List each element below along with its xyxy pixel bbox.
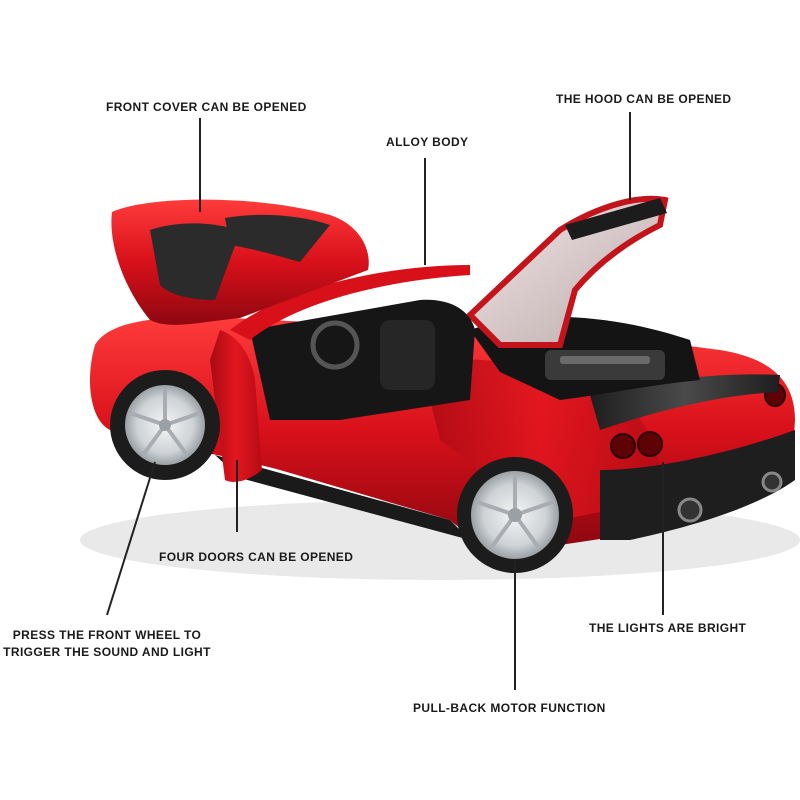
label-hood: THE HOOD CAN BE OPENED <box>556 92 732 106</box>
label-front-wheel: PRESS THE FRONT WHEEL TO TRIGGER THE SOU… <box>3 628 211 659</box>
rear-wheel-hub <box>508 508 522 522</box>
leader-lines <box>106 112 664 690</box>
leader-front-wheel <box>106 461 156 616</box>
exhaust-pipe-left <box>677 497 703 523</box>
front-bonnet-vent-left <box>150 223 240 300</box>
tail-light-left-2 <box>637 431 663 457</box>
front-door-open <box>210 330 262 482</box>
label-front-cover: FRONT COVER CAN BE OPENED <box>106 100 307 114</box>
rear-carbon-deck <box>590 374 780 430</box>
engine-hood-frame <box>565 198 667 240</box>
exhaust-pipe-right <box>761 471 783 493</box>
side-skirt <box>215 455 470 540</box>
label-four-doors: FOUR DOORS CAN BE OPENED <box>159 550 354 564</box>
engine-block <box>545 350 665 380</box>
front-bonnet-vent-right <box>225 214 330 262</box>
label-alloy-body: ALLOY BODY <box>386 135 469 149</box>
rear-diffuser <box>600 430 795 540</box>
label-pull-back: PULL-BACK MOTOR FUNCTION <box>413 701 606 715</box>
front-wheel-hub <box>159 419 171 431</box>
tail-light-left <box>610 433 636 459</box>
front-wheel-spokes <box>129 388 201 457</box>
engine-hood-glass <box>465 195 669 348</box>
seat <box>380 320 435 390</box>
steering-wheel <box>310 320 360 370</box>
label-lights: THE LIGHTS ARE BRIGHT <box>589 621 747 635</box>
engine-detail <box>560 356 650 364</box>
